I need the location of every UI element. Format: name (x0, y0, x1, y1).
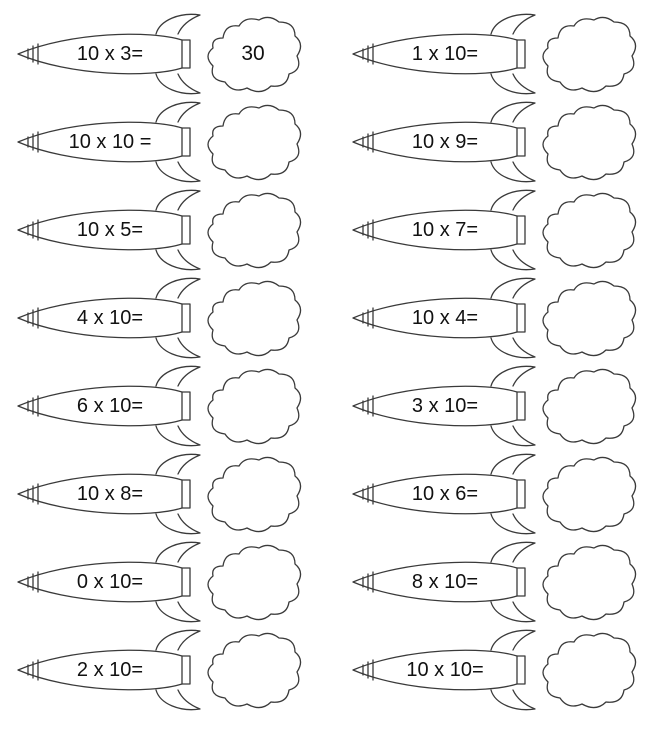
cloud-icon (542, 544, 637, 621)
answer-box[interactable] (208, 304, 298, 332)
answer-box[interactable] (208, 216, 298, 244)
cloud-icon (207, 632, 302, 709)
left-problem-5: 6 x 10= (10, 362, 320, 450)
answer-box[interactable]: 30 (241, 42, 265, 65)
left-problem-8: 2 x 10= (10, 626, 320, 714)
rocket-icon (352, 541, 536, 623)
rocket-icon (17, 189, 201, 271)
equation-text: 8 x 10= (411, 571, 479, 593)
equation-text: 6 x 10= (76, 395, 144, 417)
rocket-icon (17, 365, 201, 447)
right-problem-8: 10 x 10= (345, 626, 655, 714)
answer-box[interactable] (208, 392, 298, 420)
answer-box[interactable] (543, 568, 633, 596)
equation-text: 2 x 10= (76, 659, 144, 681)
answer-box[interactable] (543, 216, 633, 244)
cloud-icon (542, 632, 637, 709)
answer-box[interactable] (543, 392, 633, 420)
answer-box[interactable] (543, 480, 633, 508)
left-problem-4: 4 x 10= (10, 274, 320, 362)
rocket-icon (352, 629, 536, 711)
right-problem-5: 3 x 10= (345, 362, 655, 450)
answer-box[interactable] (208, 480, 298, 508)
right-problem-7: 8 x 10= (345, 538, 655, 626)
rocket-icon (17, 13, 201, 95)
left-problem-column: 10 x 3= 30 10 x 10 = 10 x 5= 4 x 10= 6 x 10= 1… (10, 10, 320, 720)
equation-text: 0 x 10= (76, 571, 144, 593)
rocket-icon (352, 101, 536, 183)
answer-box[interactable] (208, 656, 298, 684)
equation-text: 4 x 10= (76, 307, 144, 329)
cloud-icon (207, 16, 302, 93)
right-problem-1: 1 x 10= (345, 10, 655, 98)
cloud-icon (207, 544, 302, 621)
answer-box[interactable] (543, 40, 633, 68)
right-problem-3: 10 x 7= (345, 186, 655, 274)
rocket-icon (352, 13, 536, 95)
cloud-icon (207, 192, 302, 269)
rocket-icon (17, 277, 201, 359)
cloud-icon (207, 368, 302, 445)
answer-box[interactable] (543, 128, 633, 156)
cloud-icon (542, 280, 637, 357)
equation-text: 10 x 7= (411, 219, 479, 241)
answer-box[interactable] (543, 304, 633, 332)
answer-box[interactable] (543, 656, 633, 684)
rocket-icon (352, 189, 536, 271)
cloud-icon (542, 16, 637, 93)
equation-text: 10 x 3= (76, 43, 144, 65)
cloud-icon (542, 104, 637, 181)
rocket-icon (17, 453, 201, 535)
equation-text: 10 x 8= (76, 483, 144, 505)
equation-text: 10 x 4= (411, 307, 479, 329)
equation-text: 10 x 9= (411, 131, 479, 153)
rocket-icon (17, 101, 201, 183)
left-problem-3: 10 x 5= (10, 186, 320, 274)
equation-text: 1 x 10= (411, 43, 479, 65)
rocket-icon (17, 541, 201, 623)
answer-box[interactable] (208, 568, 298, 596)
rocket-icon (352, 277, 536, 359)
equation-text: 10 x 5= (76, 219, 144, 241)
equation-text: 10 x 10 = (68, 131, 152, 153)
left-problem-6: 10 x 8= (10, 450, 320, 538)
left-problem-2: 10 x 10 = (10, 98, 320, 186)
right-problem-column: 1 x 10= 10 x 9= 10 x 7= 10 x 4= 3 x 10= 10 x … (345, 10, 655, 720)
cloud-icon (207, 456, 302, 533)
cloud-icon (207, 104, 302, 181)
equation-text: 10 x 6= (411, 483, 479, 505)
rocket-icon (352, 365, 536, 447)
rocket-icon (17, 629, 201, 711)
equation-text: 3 x 10= (411, 395, 479, 417)
left-problem-7: 0 x 10= (10, 538, 320, 626)
cloud-icon (207, 280, 302, 357)
right-problem-6: 10 x 6= (345, 450, 655, 538)
rocket-icon (352, 453, 536, 535)
cloud-icon (542, 192, 637, 269)
cloud-icon (542, 456, 637, 533)
right-problem-4: 10 x 4= (345, 274, 655, 362)
left-problem-1: 10 x 3= 30 (10, 10, 320, 98)
equation-text: 10 x 10= (406, 659, 484, 681)
right-problem-2: 10 x 9= (345, 98, 655, 186)
cloud-icon (542, 368, 637, 445)
answer-box[interactable] (208, 128, 298, 156)
